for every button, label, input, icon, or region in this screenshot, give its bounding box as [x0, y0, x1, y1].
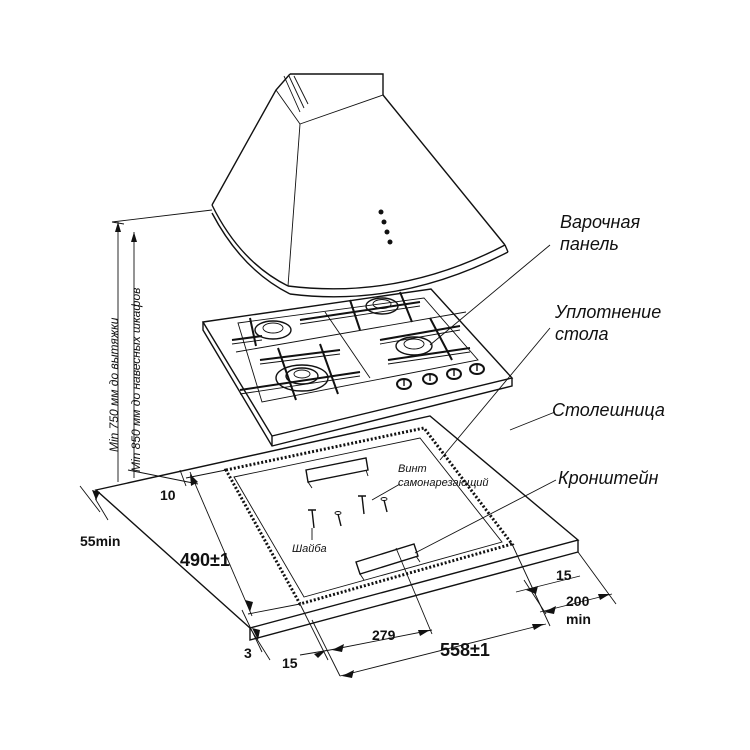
min-hood-label: Min 750 мм до вытяжки	[107, 317, 121, 452]
pan-supports	[231, 291, 471, 401]
hood-control-buttons	[378, 209, 393, 245]
burner-large	[275, 364, 329, 392]
dim-15-bottom: 15	[282, 655, 298, 671]
dim-15-right: 15	[556, 567, 572, 583]
dim-55min: 55min	[80, 533, 120, 549]
screw-label-line2: самонарезающий	[398, 477, 489, 489]
dim-200-unit: min	[566, 611, 591, 627]
dim-3: 3	[244, 645, 252, 661]
screw-label-line1: Винт	[398, 463, 427, 475]
hob-label-line1: Варочная	[560, 212, 640, 232]
screws-washers	[308, 495, 388, 529]
dim-10: 10	[160, 487, 176, 503]
dimension-lines	[79, 469, 617, 678]
cooker-hood	[211, 73, 509, 298]
countertop	[94, 415, 580, 641]
hob-label-line2: панель	[560, 234, 619, 254]
gas-hob	[201, 288, 514, 447]
brackets	[305, 457, 421, 581]
burner-front-right	[395, 336, 433, 356]
dim-490: 490±1	[180, 550, 230, 570]
countertop-cutout	[223, 426, 515, 606]
seal-label-line1: Уплотнение	[554, 302, 661, 322]
countertop-label: Столешница	[552, 400, 665, 420]
height-dimension	[111, 209, 213, 482]
min-cabinets-label: Min 850 мм до навесных шкафов	[129, 288, 143, 472]
burner-back-left	[254, 320, 292, 340]
seal-label-line2: стола	[555, 324, 609, 344]
leader-lines	[311, 244, 557, 554]
washer-label: Шайба	[292, 543, 327, 555]
dim-279: 279	[372, 627, 396, 643]
dim-200: 200	[566, 593, 590, 609]
control-knobs	[396, 363, 485, 390]
dim-558: 558±1	[440, 640, 490, 660]
bracket-label: Кронштейн	[558, 468, 658, 488]
